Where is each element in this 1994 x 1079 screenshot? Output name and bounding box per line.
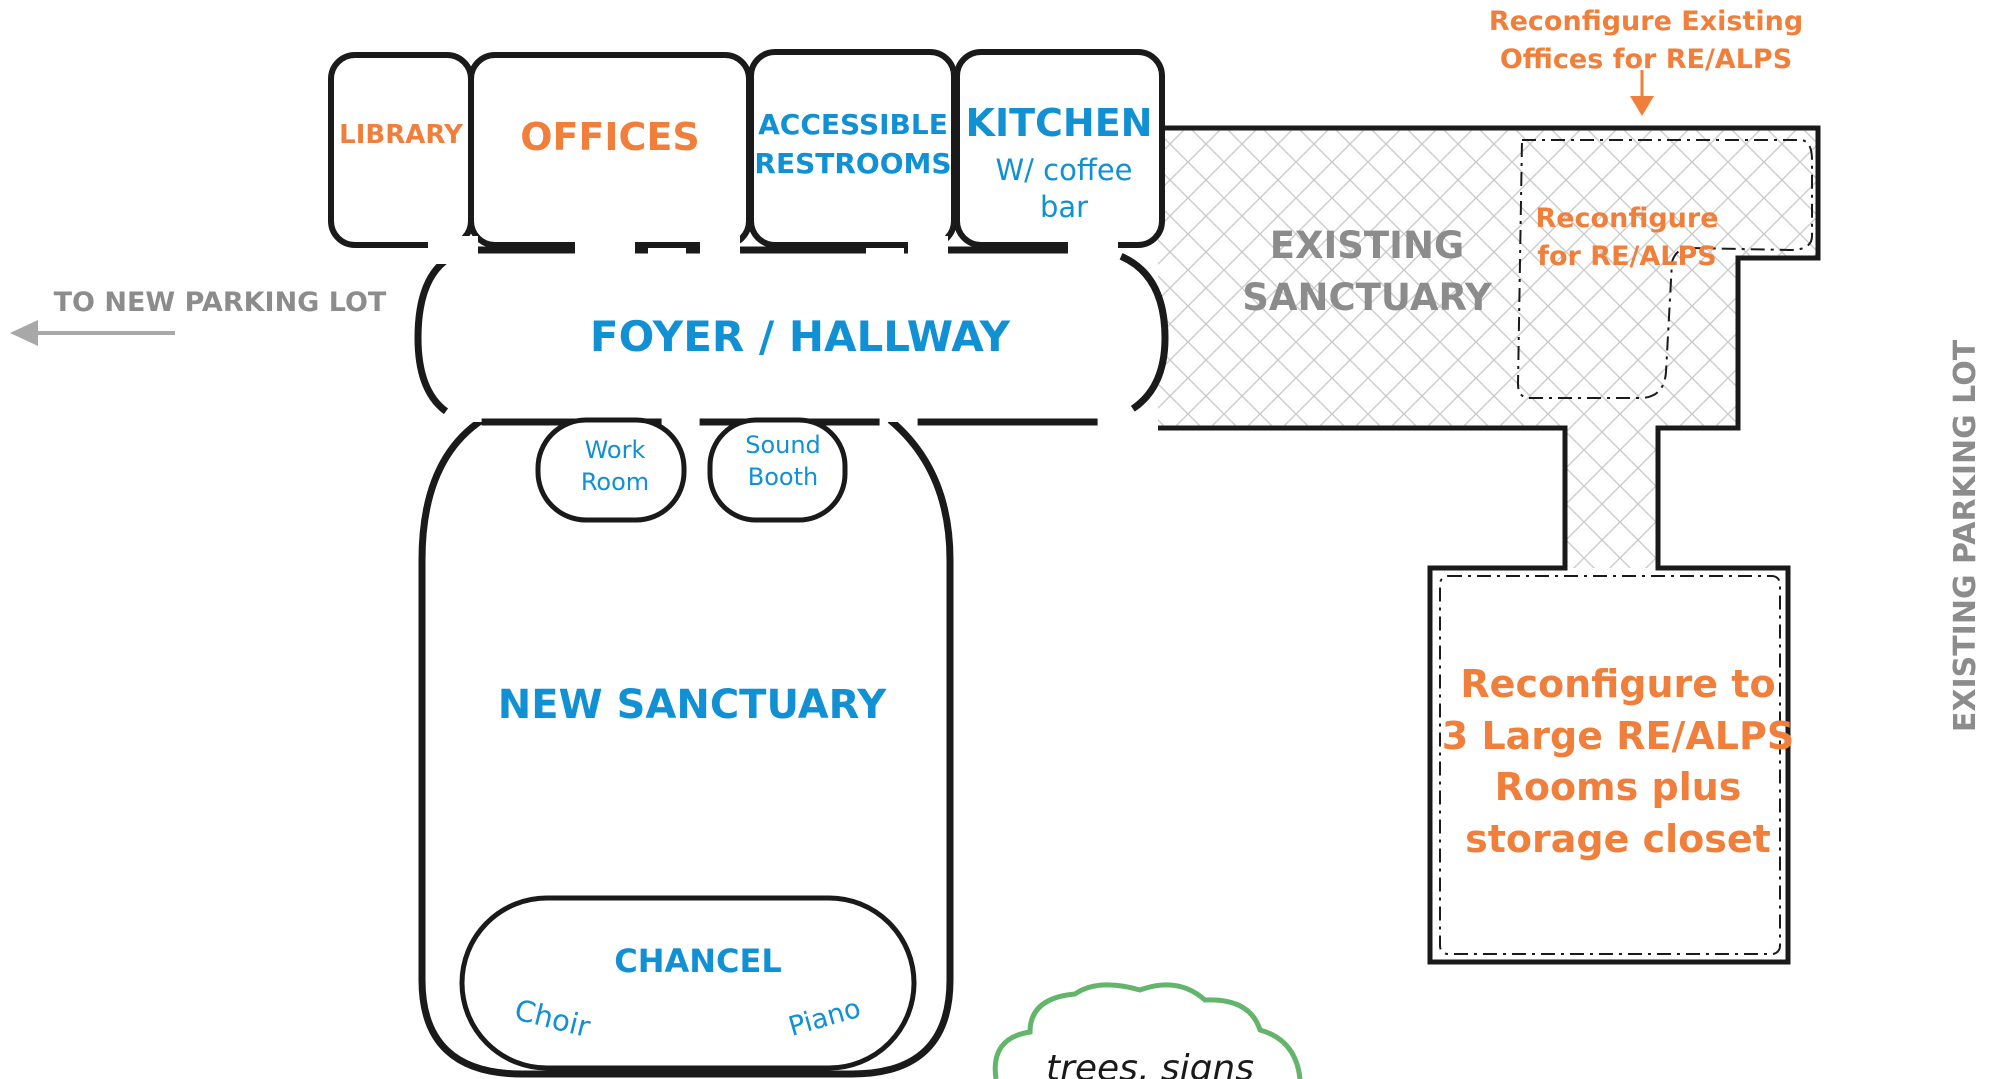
reconfigure-outline-large <box>1439 575 1781 955</box>
restrooms-label-1: ACCESSIBLE <box>758 108 948 141</box>
reconfigure-large-label-3: Rooms plus <box>1495 765 1742 809</box>
work-room-label-2: Room <box>581 468 649 496</box>
reconfigure-small-label-1: Reconfigure <box>1535 203 1718 234</box>
foyer-label: FOYER / HALLWAY <box>590 312 1011 361</box>
offices-label: OFFICES <box>520 115 700 159</box>
new-sanctuary-label: NEW SANCTUARY <box>498 682 888 728</box>
restrooms-label-2: RESTROOMS <box>754 147 951 180</box>
down-arrow-icon <box>1630 70 1654 116</box>
reconfigure-small-label-2: for RE/ALPS <box>1537 241 1716 272</box>
existing-parking-label: EXISTING PARKING LOT <box>1948 339 1983 732</box>
sound-booth-label-2: Booth <box>748 463 818 491</box>
reconfigure-large-label-1: Reconfigure to <box>1460 662 1775 706</box>
reconfigure-outline-small <box>1516 139 1813 399</box>
to-new-parking-label: TO NEW PARKING LOT <box>54 287 387 318</box>
existing-building <box>1158 125 1821 965</box>
library-room <box>328 52 474 248</box>
library-label: LIBRARY <box>339 120 464 150</box>
kitchen-label: KITCHEN <box>966 101 1153 145</box>
sound-booth <box>707 417 848 523</box>
cloud-text: trees, signs <box>1046 1048 1254 1079</box>
chancel-area <box>459 895 917 1071</box>
kitchen-sub-2: bar <box>1040 190 1088 224</box>
existing-sanctuary-label-2: SANCTUARY <box>1242 276 1493 319</box>
sound-booth-label-1: Sound <box>745 431 821 459</box>
reconfigure-large-label-4: storage closet <box>1465 817 1771 861</box>
existing-sanctuary-label-1: EXISTING <box>1270 224 1465 267</box>
kitchen-room <box>954 49 1165 248</box>
cloud-shape <box>992 982 1303 1079</box>
kitchen-sub-1: W/ coffee <box>995 153 1132 187</box>
top-note-line-1: Reconfigure Existing <box>1489 6 1803 37</box>
reconfigure-large-label-2: 3 Large RE/ALPS <box>1442 714 1794 758</box>
foyer-hallway <box>414 246 1169 426</box>
top-note-line-2: Offices for RE/ALPS <box>1500 44 1792 75</box>
door-gaps <box>428 236 1118 264</box>
work-room-label-1: Work <box>585 436 646 464</box>
chancel-label: CHANCEL <box>614 942 782 980</box>
left-arrow-icon <box>10 320 175 346</box>
work-room <box>535 417 687 523</box>
